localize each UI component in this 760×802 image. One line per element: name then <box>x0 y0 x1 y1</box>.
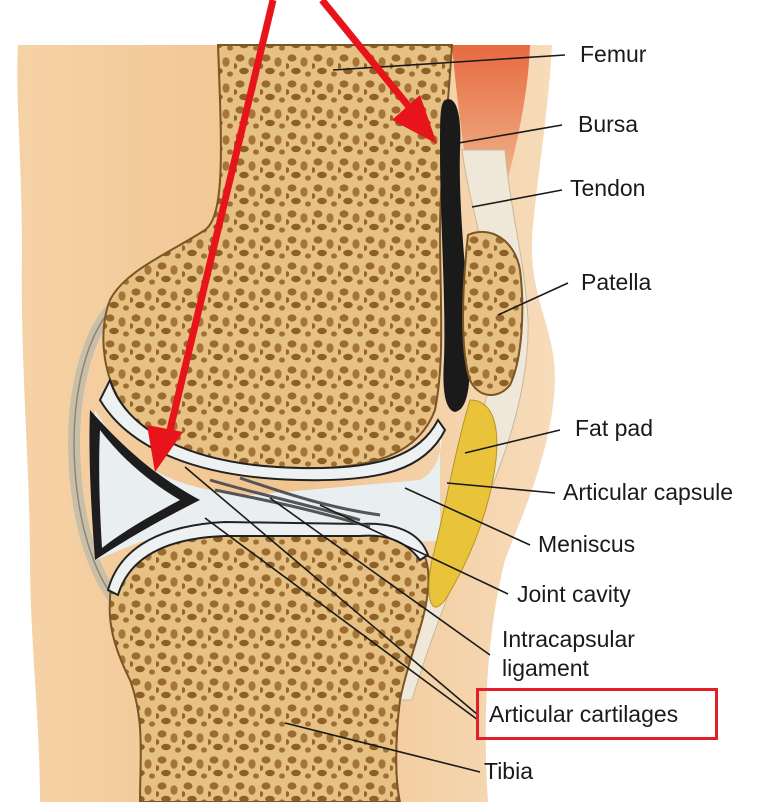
label-ligament: ligament <box>502 656 589 682</box>
label-intracapsular: Intracapsular <box>502 627 635 653</box>
label-meniscus: Meniscus <box>538 532 635 558</box>
label-bursa: Bursa <box>578 112 638 138</box>
label-patella: Patella <box>581 270 651 296</box>
tibia-bone <box>110 528 429 802</box>
label-articular-cartilages: Articular cartilages <box>489 702 678 728</box>
label-femur: Femur <box>580 42 646 68</box>
label-articular-capsule: Articular capsule <box>563 480 733 506</box>
patella-bone <box>463 232 522 395</box>
label-tendon: Tendon <box>570 176 645 202</box>
label-tibia: Tibia <box>484 759 533 785</box>
label-fat-pad: Fat pad <box>575 416 653 442</box>
label-joint-cavity: Joint cavity <box>517 582 631 608</box>
